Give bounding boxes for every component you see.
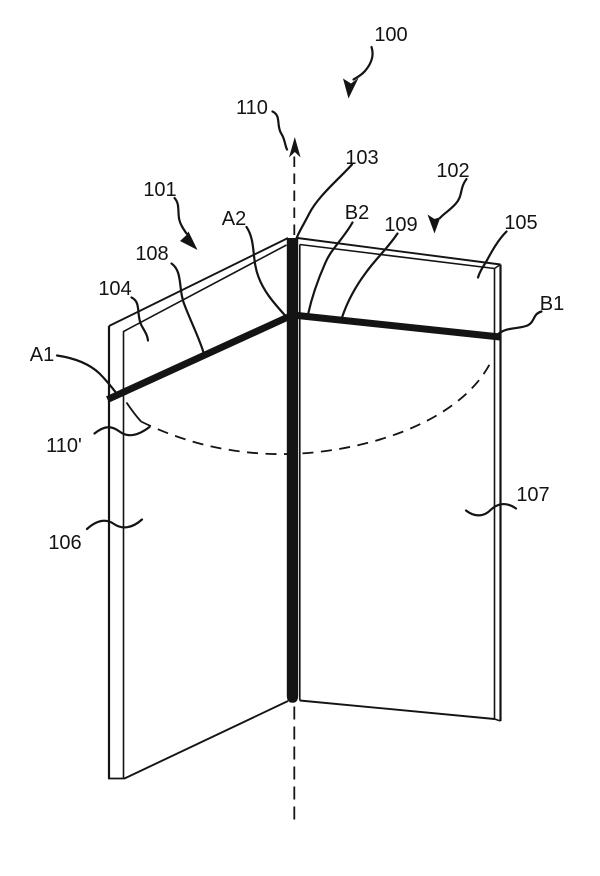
fold-line-a xyxy=(106,313,290,403)
label-a1: A1 xyxy=(30,344,54,366)
leader-a1 xyxy=(55,354,120,398)
label-108: 108 xyxy=(135,243,168,265)
label-103: 103 xyxy=(345,147,378,169)
right-panel-top-front-edge xyxy=(299,243,495,270)
label-106: 106 xyxy=(48,532,81,554)
label-107: 107 xyxy=(516,484,549,506)
swing-arc-solid-start xyxy=(125,402,142,423)
fold-line-b xyxy=(297,312,501,341)
swing-arc-dashed xyxy=(140,358,494,455)
label-b2: B2 xyxy=(345,202,369,224)
leader-105 xyxy=(476,230,508,279)
leader-lines xyxy=(55,45,543,531)
label-104: 104 xyxy=(98,278,131,300)
leader-106 xyxy=(85,518,144,531)
leader-100 xyxy=(352,45,374,81)
leader-107 xyxy=(464,503,518,517)
label-101: 101 xyxy=(143,179,176,201)
leader-b1 xyxy=(496,310,543,336)
leader-a2 xyxy=(245,225,287,318)
label-b1: B1 xyxy=(540,293,564,315)
reference-labels: 100 110 103 101 102 A2 B2 109 105 108 10… xyxy=(30,24,564,554)
right-panel-bottom-front-edge xyxy=(299,699,495,720)
right-panel-outline xyxy=(297,237,502,722)
label-105: 105 xyxy=(504,212,537,234)
right-panel-bottom-corner-edge xyxy=(494,718,501,722)
leader-110 xyxy=(271,110,289,151)
leader-102 xyxy=(438,177,468,220)
leader-104 xyxy=(130,296,150,342)
left-panel-bottom-front-edge xyxy=(124,700,289,780)
left-panel-outline xyxy=(107,237,289,780)
leader-103 xyxy=(295,163,354,240)
leader-109 xyxy=(340,232,399,319)
arrowhead-100-icon xyxy=(343,78,359,99)
right-panel-top-back-edge xyxy=(297,237,501,266)
arrowhead-102-icon xyxy=(427,214,441,234)
fold-axis xyxy=(289,137,301,825)
label-102: 102 xyxy=(436,160,469,182)
label-110-prime: 110' xyxy=(46,435,82,457)
axis-arrowhead-icon xyxy=(289,137,301,158)
leader-108 xyxy=(170,262,205,354)
leader-b2 xyxy=(306,221,354,316)
swing-arc-110-prime xyxy=(125,358,494,455)
leader-101 xyxy=(173,196,188,235)
label-110: 110 xyxy=(236,97,268,119)
left-panel-top-front-edge xyxy=(123,244,287,333)
label-100: 100 xyxy=(374,24,407,46)
label-109: 109 xyxy=(384,214,417,236)
hinge-bar xyxy=(286,238,299,703)
leader-110-prime xyxy=(93,425,151,437)
label-a2: A2 xyxy=(222,208,246,230)
arrowhead-101-icon xyxy=(180,231,198,250)
